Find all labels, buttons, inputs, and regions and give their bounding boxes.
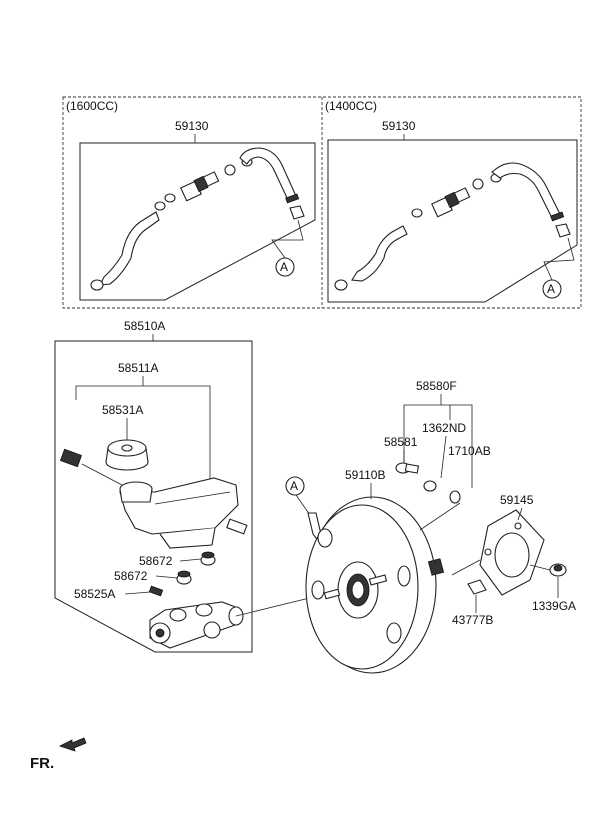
check-valve-1400: [431, 187, 471, 218]
reservoir-box: [54, 340, 253, 653]
variant-1400cc: (1400CC) 59130 A: [325, 99, 578, 303]
booster-gasket: [479, 509, 545, 596]
booster-ref-label: A: [290, 479, 298, 493]
snap-pin-label: 43777B: [452, 613, 493, 627]
ref-label-1600: A: [280, 260, 288, 274]
reservoir-cap: [105, 439, 149, 471]
engine-label-1600: (1600CC): [66, 99, 118, 113]
variant-1600cc: (1600CC) 59130 A: [66, 99, 316, 301]
nut-part: [423, 480, 437, 492]
clevis-pin: [395, 462, 420, 474]
front-direction-marker: FR.: [30, 737, 87, 772]
clip-label: 1710AB: [448, 444, 491, 458]
grommet-label-1: 58672: [139, 554, 173, 568]
hose-box-1600: [79, 142, 316, 301]
pin-label: 58525A: [74, 587, 115, 601]
grommet-label-2: 58672: [114, 569, 148, 583]
vacuum-hose-lower-1400: [351, 225, 408, 282]
hose-box-1400: [327, 139, 578, 303]
engine-label-1400: (1400CC): [325, 99, 377, 113]
master-cylinder: [149, 601, 244, 649]
nut-label: 1362ND: [422, 421, 466, 435]
nut-2-label: 1339GA: [532, 599, 576, 613]
reservoir-assembly-label: 58510A: [124, 319, 165, 333]
booster-label: 59110B: [345, 468, 385, 482]
vacuum-hose-upper-1600: [239, 147, 297, 201]
grommet-lower: [176, 570, 192, 585]
kit-label: 58580F: [416, 379, 457, 393]
ref-circle-1400: [542, 279, 562, 299]
reservoir-label: 58511A: [118, 361, 158, 375]
front-arrow-icon: [58, 737, 87, 752]
grommet-upper: [200, 551, 216, 566]
ref-label-1400: A: [547, 282, 555, 296]
brake-booster: [305, 496, 445, 674]
vacuum-hose-upper-1400: [491, 162, 561, 219]
check-valve-1600: [180, 171, 220, 202]
clevis-pin-label: 58581: [384, 435, 418, 449]
ref-circle-1600: [275, 257, 295, 277]
snap-pin: [467, 579, 487, 595]
cap-label: 58531A: [102, 403, 143, 417]
reservoir-tank: [119, 477, 248, 549]
vacuum-hose-lower-1600: [99, 211, 160, 286]
hose-part-label-1600: 59130: [175, 119, 209, 133]
hose-clamp-1400: [334, 279, 348, 291]
clip-part: [449, 490, 461, 504]
hose-part-label-1400: 59130: [382, 119, 416, 133]
front-label: FR.: [30, 755, 54, 772]
nut-2-part: [549, 563, 567, 577]
gasket-label: 59145: [500, 493, 534, 507]
booster-ref-circle: [285, 476, 305, 496]
hose-clamp-1600: [90, 279, 104, 291]
reservoir-pin: [59, 448, 83, 468]
